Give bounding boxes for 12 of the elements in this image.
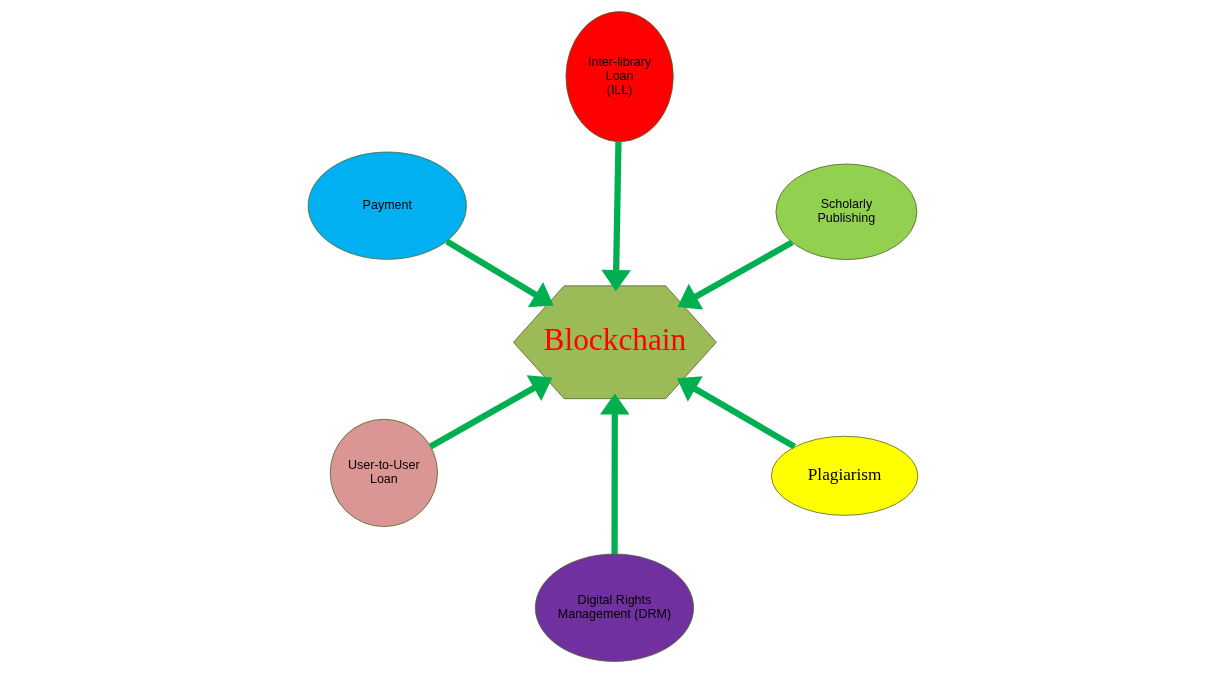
node-circle: User-to-User Loan (329, 418, 438, 527)
arrow (677, 239, 794, 310)
node-ellipse: Scholarly Publishing (775, 163, 918, 260)
arrow (600, 393, 630, 554)
arrow (676, 376, 797, 450)
arrow (601, 141, 631, 292)
node-ellipse: Plagiarism (770, 435, 919, 516)
node-ellipse: Inter-library Loan (ILL) (565, 11, 674, 143)
node-ellipse: Digital Rights Management (DRM) (534, 553, 694, 662)
arrow (429, 375, 553, 450)
arrow (445, 238, 554, 308)
node-ellipse: Payment (307, 151, 467, 260)
